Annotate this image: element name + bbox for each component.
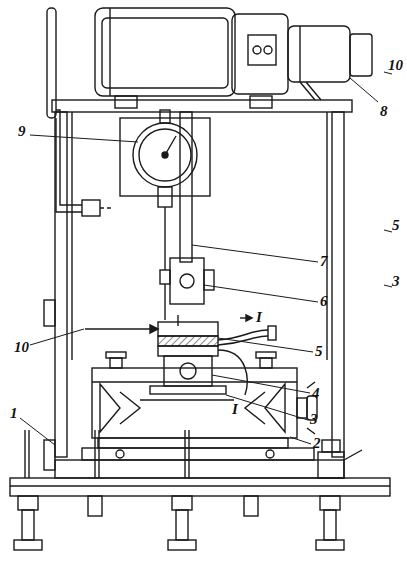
callout-number: 1 (10, 406, 18, 421)
section-mark: I (256, 310, 262, 325)
callout-number: 3 (392, 274, 400, 289)
callout-number: 7 (320, 254, 328, 269)
callout-number: 9 (18, 124, 26, 139)
callout-number: 5 (315, 344, 323, 359)
callout-number: 10 (388, 58, 403, 73)
callout-number: 5 (392, 218, 400, 233)
callout-number: 2 (313, 436, 321, 451)
callout-number: 10 (14, 340, 29, 355)
callout-number: 4 (312, 386, 320, 401)
section-mark: I (232, 402, 238, 417)
callout-number: 8 (380, 104, 388, 119)
callout-number: 3 (310, 412, 318, 427)
callout-number: 6 (320, 294, 328, 309)
